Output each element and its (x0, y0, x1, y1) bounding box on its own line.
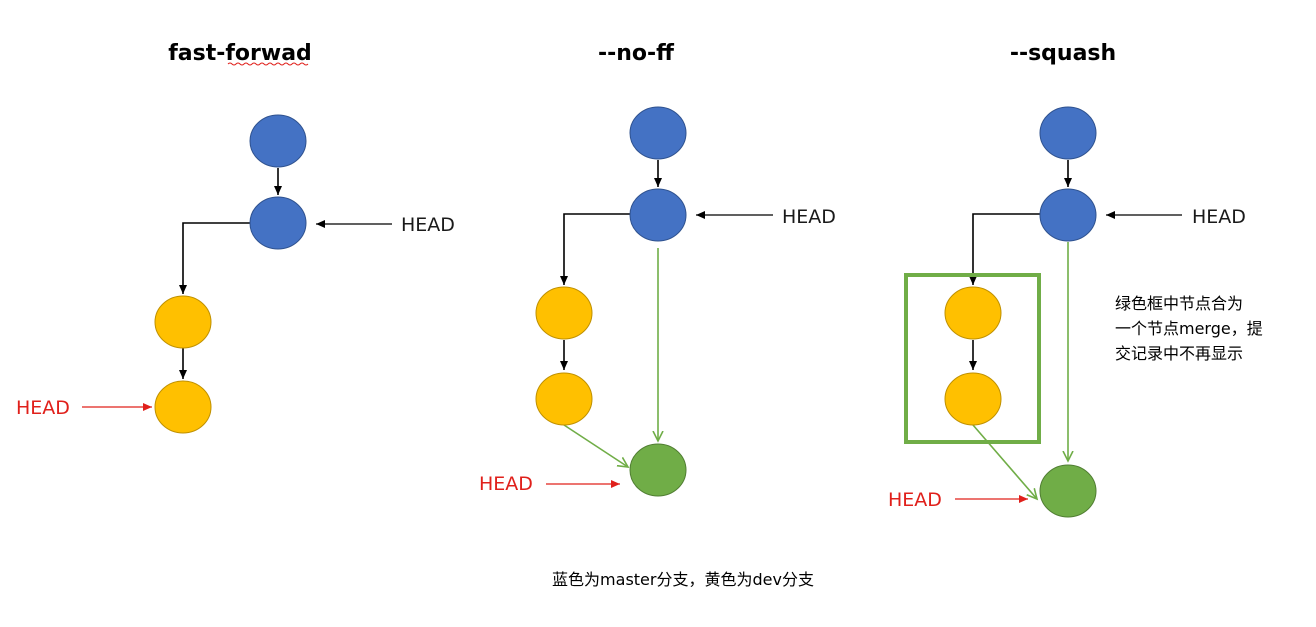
master-commit-node (1039, 106, 1097, 160)
master-commit-node (1039, 188, 1097, 242)
head-label-current: HEAD (16, 397, 70, 419)
head-label-current: HEAD (888, 489, 942, 511)
merge-commit-node (1039, 464, 1097, 518)
title-squash: --squash (1010, 41, 1116, 66)
squash-note-line: 交记录中不再显示 (1115, 344, 1243, 363)
merge-commit-node (629, 443, 687, 497)
master-commit-node (249, 114, 307, 168)
head-label-current: HEAD (479, 473, 533, 495)
dev-commit-node (535, 372, 593, 426)
no-ff-graph: HEAD HEAD (479, 106, 836, 497)
head-label: HEAD (401, 214, 455, 236)
dev-commit-node (944, 372, 1002, 426)
dev-commit-node (944, 286, 1002, 340)
title-fast-forward: fast-forwad (168, 41, 312, 66)
squash-graph: HEAD HEAD 绿色框中节点合为 一个节点merge，提 交记录中不再显示 (888, 106, 1263, 518)
merge-link (563, 424, 628, 467)
dev-commit-node (154, 295, 212, 349)
master-commit-node (629, 106, 687, 160)
head-label: HEAD (1192, 206, 1246, 228)
legend-caption: 蓝色为master分支，黄色为dev分支 (552, 570, 814, 589)
master-commit-node (629, 188, 687, 242)
head-label: HEAD (782, 206, 836, 228)
branch-link (179, 222, 250, 294)
dev-commit-node (535, 286, 593, 340)
title-no-ff: --no-ff (598, 41, 675, 66)
dev-commit-node (154, 380, 212, 434)
spellcheck-underline (227, 62, 309, 66)
squash-note-line: 一个节点merge，提 (1115, 319, 1263, 338)
squash-note-line: 绿色框中节点合为 (1115, 294, 1243, 313)
master-commit-node (249, 196, 307, 250)
merge-link (972, 424, 1037, 499)
branch-link (560, 213, 630, 285)
fast-forward-graph: HEAD HEAD (16, 114, 455, 434)
squash-group-box (904, 273, 1041, 444)
branch-link (969, 213, 1040, 285)
